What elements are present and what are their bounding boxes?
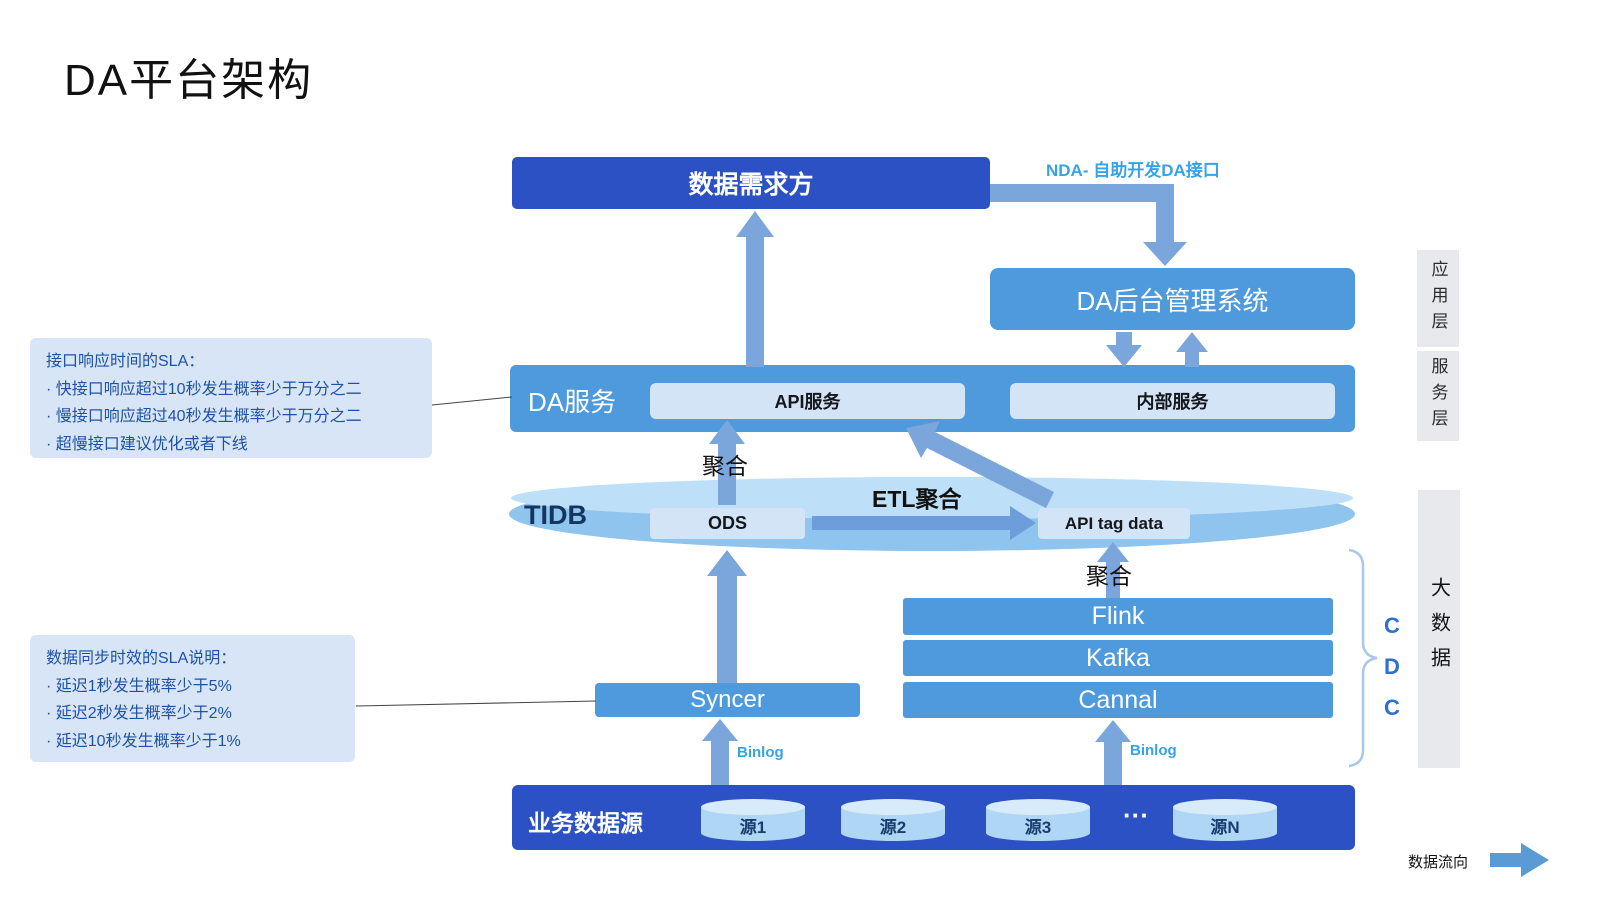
- flow-direction-arrow-icon: [1490, 843, 1549, 877]
- node-internal-service: 内部服务: [1010, 383, 1335, 419]
- node-syncer: Syncer: [595, 683, 860, 717]
- page-title: DA平台架构: [64, 56, 314, 105]
- layer-label-application: 应用层: [1417, 250, 1459, 347]
- cylinder-shape: [841, 799, 945, 841]
- node-ods-label: ODS: [707, 513, 747, 533]
- cdc-letter: C: [1384, 695, 1400, 720]
- db-cylinder-source1: 源1: [700, 798, 806, 842]
- node-da-service-bar: DA服务 API服务 内部服务: [510, 365, 1355, 432]
- node-data-consumer: 数据需求方: [512, 157, 990, 209]
- node-flink: Flink: [903, 598, 1333, 635]
- annotation-sync-sla-line: · 延迟10秒发生概率少于1%: [46, 732, 241, 750]
- cylinder-shape: [986, 799, 1090, 841]
- layer-label-bigdata: 大数据: [1418, 490, 1460, 768]
- cdc-letter: C: [1384, 613, 1400, 638]
- node-ods: ODS: [650, 508, 805, 539]
- cdc-group-label: C D C: [1384, 613, 1400, 721]
- node-kafka-label: Kafka: [1086, 643, 1150, 672]
- arrow-up-apiservice-to-consumer-icon: [736, 211, 774, 367]
- cylinder-shape: [1173, 799, 1277, 841]
- node-cannal-label: Cannal: [1078, 685, 1158, 714]
- node-api-service: API服务: [650, 383, 965, 419]
- db-cylinder-label: 源N: [1210, 818, 1240, 837]
- annotation-api-sla-line: · 快接口响应超过10秒发生概率少于万分之二: [46, 380, 362, 398]
- node-admin-system-label: DA后台管理系统: [1076, 285, 1269, 316]
- node-api-service-label: API服务: [774, 392, 841, 412]
- node-internal-service-label: 内部服务: [1136, 392, 1209, 412]
- cylinder-shape: [701, 799, 805, 841]
- annotation-sync-sla-line: · 延迟1秒发生概率少于5%: [46, 677, 232, 695]
- db-cylinder-source2: 源2: [840, 798, 946, 842]
- annotation-api-sla-title: 接口响应时间的SLA：: [46, 353, 205, 370]
- edge-label-juhe-ods: 聚合: [702, 453, 748, 479]
- annotation-api-sla-line: · 慢接口响应超过40秒发生概率少于万分之二: [46, 408, 362, 426]
- node-tidb-label: TIDB: [524, 500, 587, 530]
- db-cylinder-label: 源2: [879, 818, 907, 837]
- arrow-up-syncer-to-tidb-icon: [707, 550, 747, 683]
- cdc-letter: D: [1384, 654, 1400, 679]
- edge-label-binlog-syncer: Binlog: [737, 744, 784, 761]
- node-biz-source-label: 业务数据源: [528, 810, 643, 836]
- node-da-service-label: DA服务: [528, 387, 617, 417]
- node-syncer-label: Syncer: [690, 686, 765, 713]
- arrow-up-service-to-admin-icon: [1176, 332, 1208, 367]
- layer-label-service: 服务层: [1417, 351, 1459, 441]
- edge-label-etl: ETL聚合: [872, 486, 962, 512]
- arrow-down-admin-to-service-icon: [1106, 332, 1142, 367]
- db-cylinder-sourceN: 源N: [1172, 798, 1278, 842]
- arrow-up-source-to-cannal-icon: [1095, 720, 1131, 785]
- annotation-api-sla: 接口响应时间的SLA： · 快接口响应超过10秒发生概率少于万分之二 · 慢接口…: [30, 338, 432, 458]
- node-api-tag-data: API tag data: [1038, 508, 1190, 539]
- arrow-up-source-to-syncer-icon: [702, 719, 738, 785]
- node-cannal: Cannal: [903, 682, 1333, 718]
- edge-label-nda: NDA- 自助开发DA接口: [1046, 161, 1220, 180]
- edge-label-juhe-flink: 聚合: [1086, 563, 1132, 589]
- annotation-sync-sla-title: 数据同步时效的SLA说明：: [46, 650, 237, 667]
- edge-label-binlog-cannal: Binlog: [1130, 742, 1177, 759]
- node-data-consumer-label: 数据需求方: [688, 171, 814, 199]
- annotation-sync-sla: 数据同步时效的SLA说明： · 延迟1秒发生概率少于5% · 延迟2秒发生概率少…: [30, 635, 355, 762]
- db-cylinder-label: 源3: [1024, 818, 1052, 837]
- node-flink-label: Flink: [1091, 602, 1145, 630]
- flow-legend-label: 数据流向: [1408, 854, 1469, 871]
- source-ellipsis: ···: [1123, 800, 1149, 830]
- connector-line-api-sla: [431, 396, 513, 406]
- connector-line-sync-sla: [355, 700, 597, 707]
- db-cylinder-label: 源1: [739, 818, 767, 837]
- annotation-sync-sla-line: · 延迟2秒发生概率少于2%: [46, 705, 232, 723]
- node-admin-system: DA后台管理系统: [990, 268, 1355, 330]
- arrow-elbow-consumer-to-admin-icon: [990, 184, 1187, 266]
- node-api-tag-data-label: API tag data: [1064, 513, 1164, 533]
- annotation-api-sla-line: · 超慢接口建议优化或者下线: [46, 435, 248, 453]
- db-cylinder-source3: 源3: [985, 798, 1091, 842]
- node-kafka: Kafka: [903, 640, 1333, 676]
- cdc-brace-icon: [1348, 548, 1378, 768]
